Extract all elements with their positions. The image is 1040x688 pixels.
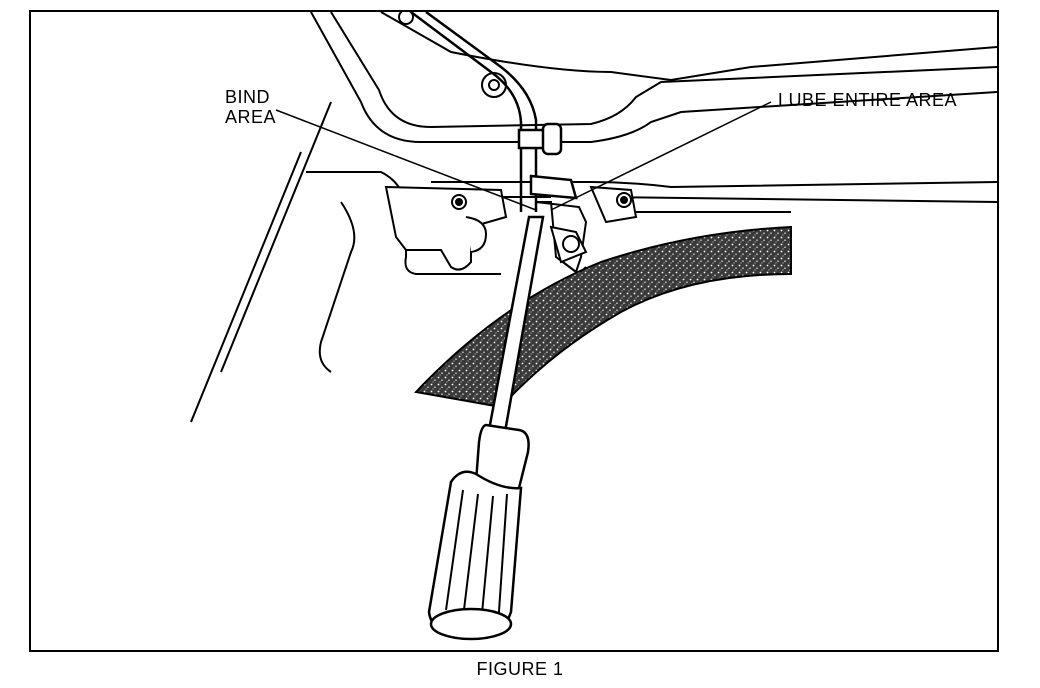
leader-lines bbox=[275, 101, 772, 211]
top-bolt bbox=[398, 12, 507, 98]
lube-area-leader bbox=[550, 101, 772, 211]
screwdriver-handle bbox=[427, 423, 530, 641]
callout-bind-area: BIND AREA bbox=[225, 87, 277, 127]
weather-seal bbox=[413, 225, 792, 409]
latch-illustration bbox=[190, 12, 997, 641]
callout-lube-entire-area: LUBE ENTIRE AREA bbox=[778, 90, 958, 110]
figure-frame: BIND AREA LUBE ENTIRE AREA bbox=[29, 10, 999, 652]
right-bracket bbox=[589, 185, 638, 224]
bind-area-leader bbox=[275, 109, 537, 211]
figure-caption: FIGURE 1 bbox=[476, 659, 564, 679]
latch-mechanism bbox=[535, 201, 588, 276]
hinge-rod bbox=[410, 12, 578, 212]
inner-trim bbox=[431, 181, 997, 213]
latch-bracket bbox=[384, 185, 508, 271]
